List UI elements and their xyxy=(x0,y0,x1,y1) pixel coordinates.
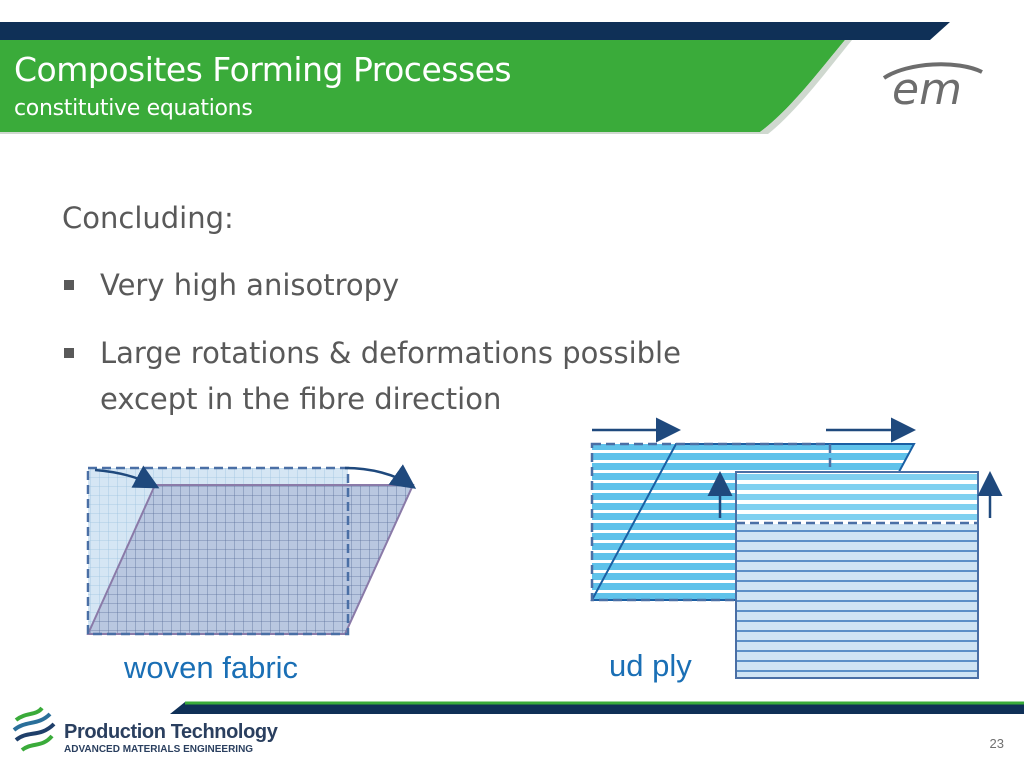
woven-fabric-diagram xyxy=(86,464,417,636)
ud-stretched-shape xyxy=(735,471,979,679)
slide-subtitle: constitutive equations xyxy=(14,96,253,121)
bullet-square-icon xyxy=(64,280,74,290)
slide-title: Composites Forming Processes xyxy=(14,50,512,89)
page-number: 23 xyxy=(989,736,1004,751)
woven-shear-arrow xyxy=(344,464,417,489)
intro-text: Concluding: xyxy=(62,201,234,235)
bullet-text: Very high anisotropy xyxy=(100,268,400,302)
footer-brand-tagline: ADVANCED MATERIALS ENGINEERING xyxy=(64,744,254,755)
ud-ply-diagram xyxy=(590,417,1003,679)
woven-fabric-caption: woven fabric xyxy=(124,650,299,685)
ud-original-square xyxy=(592,444,830,600)
woven-sheared-shape xyxy=(88,485,413,634)
em-logo-text: em xyxy=(892,64,962,114)
slide-content: Concluding: Very high anisotropy Large r… xyxy=(62,198,822,444)
bullet-item: Large rotations & deformations possible … xyxy=(62,330,822,422)
woven-shear-arrow xyxy=(94,465,160,489)
ud-ply-caption: ud ply xyxy=(609,648,692,683)
em-logo-icon: em xyxy=(882,62,983,114)
footer-bar xyxy=(170,701,1024,714)
woven-original-square xyxy=(88,468,348,634)
bullet-line: Large rotations & deformations possible xyxy=(100,336,681,370)
bullet-square-icon xyxy=(64,348,74,358)
footer-brand-name: Production Technology xyxy=(64,721,278,743)
ud-sheared-shape xyxy=(590,443,916,601)
wave-stripes-icon xyxy=(12,706,56,752)
header-banner xyxy=(0,22,950,134)
bullet-item: Very high anisotropy xyxy=(62,262,822,308)
bullet-line: except in the fibre direction xyxy=(100,382,502,416)
